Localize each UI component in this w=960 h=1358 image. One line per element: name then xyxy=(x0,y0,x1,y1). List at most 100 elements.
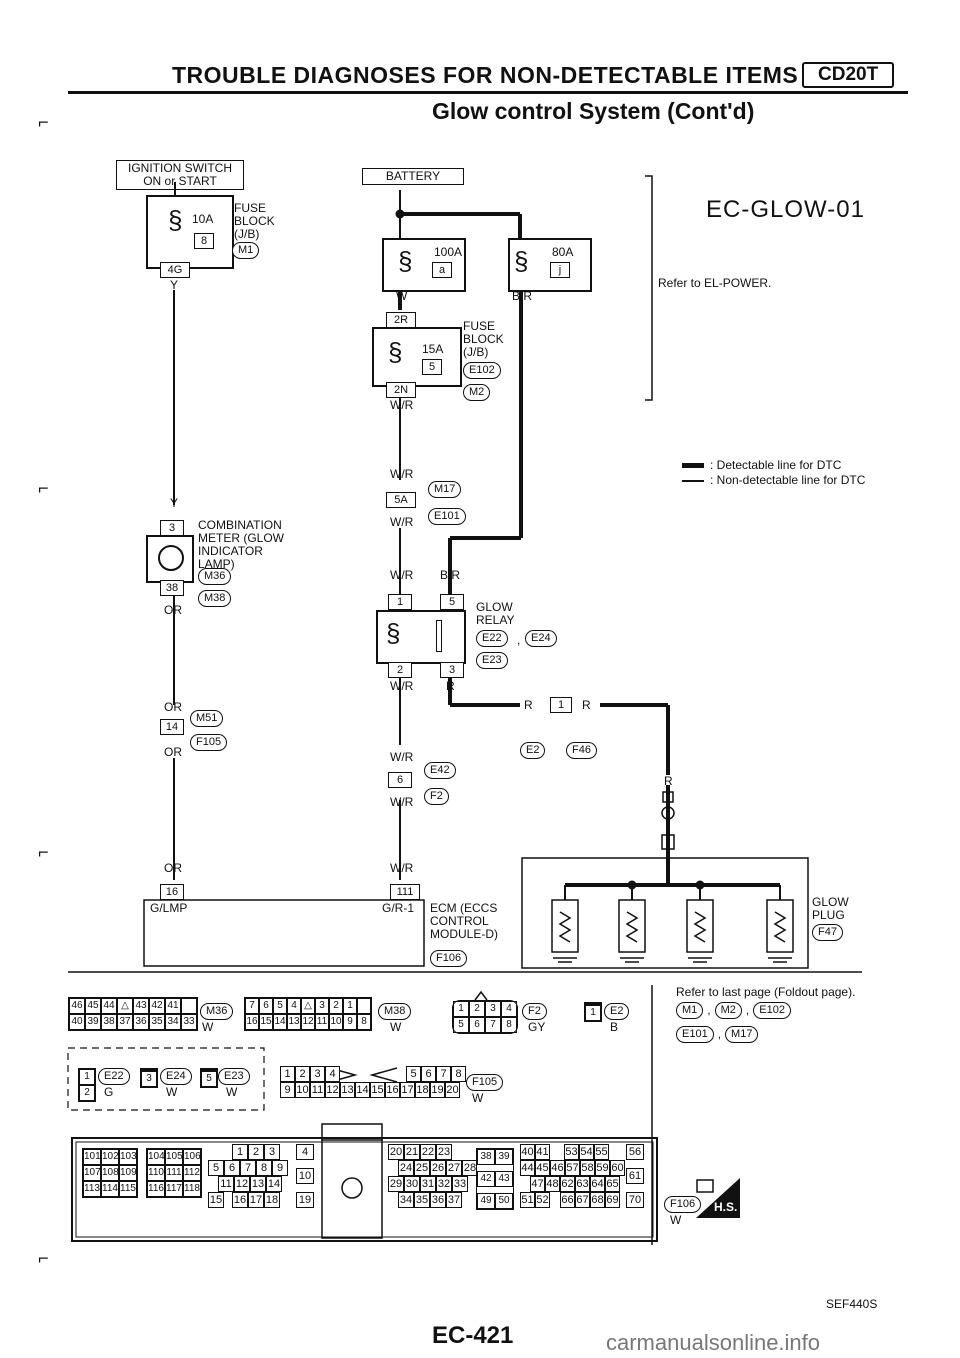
reference-code: SEF440S xyxy=(826,1297,878,1311)
connector-f2: F2 xyxy=(424,788,449,805)
left-tick-icon: ⌐ xyxy=(38,842,49,862)
f2-cell: 7 xyxy=(485,1017,501,1033)
foldout-note: Refer to last page (Foldout page). xyxy=(676,985,856,999)
ecm-pin: 8 xyxy=(256,1160,272,1176)
m38-cell xyxy=(357,998,371,1014)
glow-relay-box: § xyxy=(376,610,466,664)
ecm-pin: 63 xyxy=(575,1176,590,1192)
ecm-pin: 6 xyxy=(224,1160,240,1176)
fuse-amp-15a: 15A xyxy=(422,342,444,356)
f105-cell: 14 xyxy=(355,1082,370,1098)
foldout-m1: M1 xyxy=(676,1002,704,1019)
ecm-pin: 62 xyxy=(560,1176,575,1192)
legend-bar-non-detectable xyxy=(682,480,704,482)
ecm-pin: 43 xyxy=(495,1171,513,1187)
f2-cell: 5 xyxy=(453,1017,469,1033)
m36-cell: 46 xyxy=(69,998,85,1014)
ecm-pin: 48 xyxy=(545,1176,560,1192)
connector-f2-color: GY xyxy=(528,1020,546,1034)
ecm-pin: 111 xyxy=(165,1165,183,1181)
ecm-pin: 55 xyxy=(594,1144,609,1160)
wire-wr-fuse: W/R xyxy=(390,398,414,412)
ecm-pin: 11 xyxy=(218,1176,234,1192)
f2-cell: 4 xyxy=(501,1001,517,1017)
relay-pin-5: 5 xyxy=(440,594,464,610)
fuse-center-icon: § xyxy=(388,337,403,367)
fuse-block-left-label: FUSE BLOCK (J/B) xyxy=(234,201,275,241)
ecm-pin: 49 xyxy=(477,1193,495,1209)
wire-or-m51-top: OR xyxy=(164,700,182,714)
ecm-pin: 66 xyxy=(560,1192,575,1208)
pin-2r: 2R xyxy=(386,312,416,328)
pin-1-e2: 1 xyxy=(550,697,572,713)
ecm-pin: 113 xyxy=(83,1181,101,1197)
connector-f105-tag: F105 xyxy=(466,1074,504,1091)
f105-cell: 7 xyxy=(436,1066,451,1082)
e23-cell: 5 xyxy=(201,1071,217,1087)
ecm-pin: 14 xyxy=(266,1176,282,1192)
ecm-pin: 110 xyxy=(147,1165,165,1181)
relay-coil-icon: § xyxy=(386,618,401,648)
legend-detectable: : Detectable line for DTC xyxy=(710,458,842,472)
wire-wr-relay-out: W/R xyxy=(390,679,414,693)
f105-cell: 6 xyxy=(421,1066,436,1082)
m38-cell: 7 xyxy=(245,998,259,1014)
ecm-pin: 38 xyxy=(477,1149,495,1165)
fuse-symbol-icon: § xyxy=(168,205,183,235)
f105-cell: 1 xyxy=(280,1066,295,1082)
pin-3: 3 xyxy=(160,520,184,536)
fusible-link-j-icon: § xyxy=(514,246,529,276)
ecm-pin: 68 xyxy=(590,1192,605,1208)
ecm-pin: 109 xyxy=(119,1165,137,1181)
battery-box: BATTERY xyxy=(362,168,464,185)
e24-cell xyxy=(141,1069,157,1071)
ecm-pin: 42 xyxy=(477,1171,495,1187)
m38-cell: 6 xyxy=(259,998,273,1014)
left-tick-icon: ⌐ xyxy=(38,478,49,498)
f105-cell: 20 xyxy=(445,1082,460,1098)
ecm-pin-111: 111 xyxy=(390,884,420,900)
connector-m36-color: W xyxy=(202,1020,214,1034)
f105-cell: 8 xyxy=(451,1066,466,1082)
connector-m36-tag: M36 xyxy=(200,1003,234,1020)
ecm-pin: 102 xyxy=(101,1149,119,1165)
ecm-pin: 5 xyxy=(208,1160,224,1176)
ecm-pin: 21 xyxy=(404,1144,420,1160)
fuse-block-center-label: FUSE BLOCK (J/B) xyxy=(463,319,504,359)
wire-wr-relay-in: W/R xyxy=(390,568,414,582)
engine-badge: CD20T xyxy=(802,62,895,88)
connector-e22-tag: E22 xyxy=(98,1068,130,1085)
m38-cell: 2 xyxy=(329,998,343,1014)
f105-cell: 18 xyxy=(415,1082,430,1098)
ecm-pin: 39 xyxy=(495,1149,513,1165)
ecm-pin: 115 xyxy=(119,1181,137,1197)
ecm-pin: 56 xyxy=(626,1144,644,1160)
e22-cell: 2 xyxy=(79,1085,95,1101)
left-tick-icon: ⌐ xyxy=(38,1248,49,1268)
connector-e42: E42 xyxy=(424,762,456,779)
m36-cell: 33 xyxy=(181,1014,197,1030)
ecm-label-gr1: G/R-1 xyxy=(382,901,415,915)
connector-e24-color: W xyxy=(166,1085,178,1099)
ecm-pin: 118 xyxy=(183,1181,201,1197)
foldout-m2: M2 xyxy=(714,1002,742,1019)
m36-cell: 39 xyxy=(85,1014,101,1030)
connector-e101: E101 xyxy=(428,508,466,525)
ecm-pin: 103 xyxy=(119,1149,137,1165)
f2-cell: 8 xyxy=(501,1017,517,1033)
fusible-link-j: § 80A j xyxy=(508,238,592,292)
connector-m38-color: W xyxy=(390,1020,402,1034)
fusible-link-a: § 100A a xyxy=(382,238,466,292)
wire-br-top: B/R xyxy=(512,289,533,303)
pin-14: 14 xyxy=(160,719,184,735)
ecm-pin: 61 xyxy=(626,1168,644,1184)
f2-cell: 6 xyxy=(469,1017,485,1033)
wire-or-ecm: OR xyxy=(164,861,182,875)
ignition-switch-box: IGNITION SWITCH ON or START xyxy=(116,160,244,190)
connector-e102: E102 xyxy=(463,362,501,379)
wire-wr-m17-bottom: W/R xyxy=(390,515,414,529)
m38-cell: 13 xyxy=(287,1014,301,1030)
hs-badge: H.S. xyxy=(694,1176,742,1220)
